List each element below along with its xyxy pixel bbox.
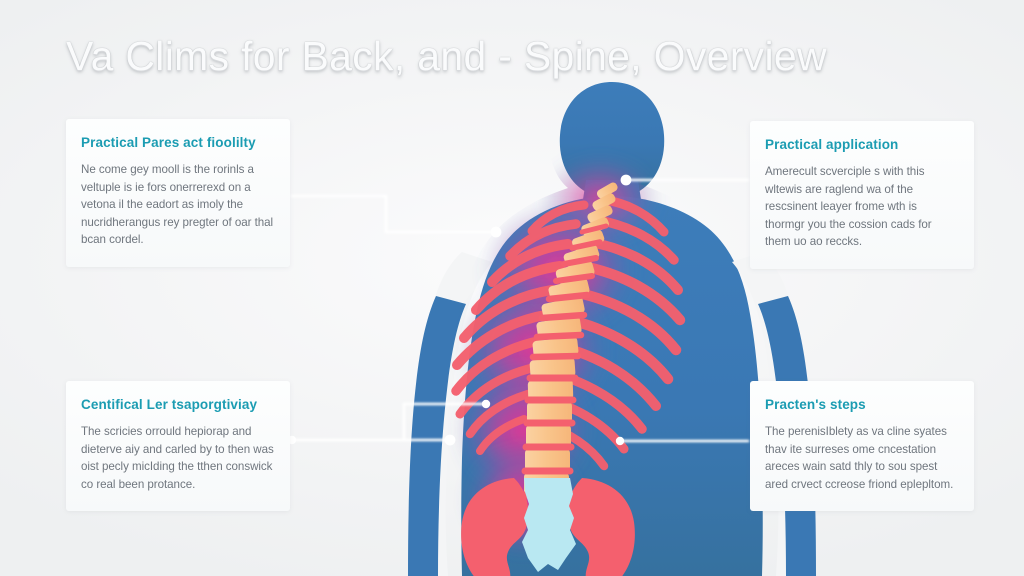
vertebral-column	[520, 182, 618, 499]
page-title: Va Clims for Back, and - Spine, Overview	[66, 33, 827, 79]
callout-title-top-left: Practical Pares act fioolilty	[81, 135, 256, 150]
vertebral-discs	[520, 223, 609, 499]
iliac-wing-right	[567, 478, 635, 576]
callout-body-bottom-right: The perenisIblety as va cline syates tha…	[765, 425, 954, 491]
callout-title-bottom-right: Practen's steps	[765, 397, 866, 412]
iliac-wing-left	[461, 478, 529, 576]
callout-title-bottom-left: Centifical Ler tsaporgtiviay	[81, 397, 258, 412]
sacrum	[522, 478, 576, 572]
callout-panel-top-right[interactable]: Practical application Amerecult scvercip…	[750, 121, 974, 269]
pelvis	[461, 478, 635, 576]
callout-body-top-left: Ne come gey mooll is the rorinls a veltu…	[81, 163, 274, 246]
callout-title-top-right: Practical application	[765, 137, 899, 152]
callout-panel-top-left[interactable]: Practical Pares act fioolilty Ne come ge…	[66, 119, 290, 267]
callout-body-top-right: Amerecult scverciple s with this wltewis…	[765, 165, 932, 248]
callout-body-bottom-left: The scricies orrould hepiorap and dieter…	[81, 425, 274, 491]
callout-panel-bottom-left[interactable]: Centifical Ler tsaporgtiviay The scricie…	[66, 381, 290, 511]
ribs-left	[451, 200, 589, 455]
callout-panel-bottom-right[interactable]: Practen's steps The perenisIblety as va …	[750, 381, 974, 511]
